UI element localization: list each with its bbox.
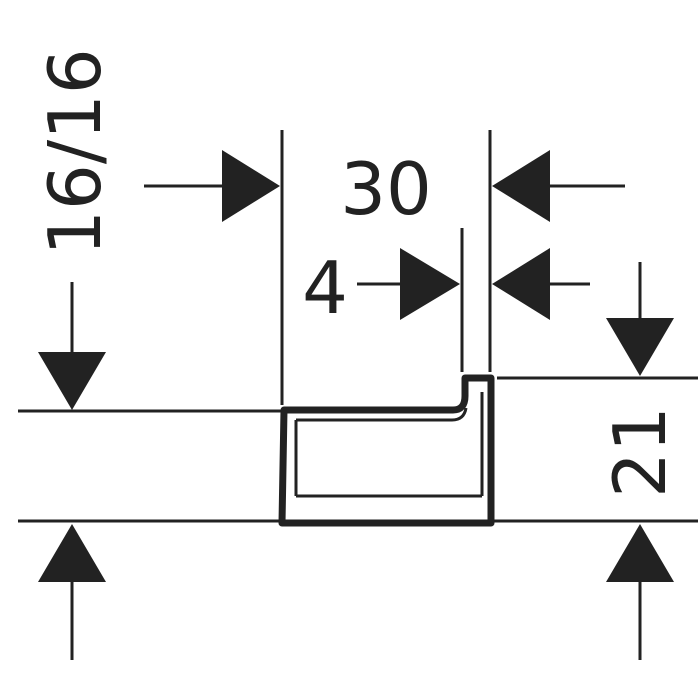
width-overall-label: 30 (340, 147, 432, 231)
thickness-top-arrow (38, 352, 106, 410)
dimension-leaders (70, 184, 642, 660)
hook-outline (278, 374, 495, 527)
height-top-arrow (606, 318, 674, 376)
width-lip-label: 4 (302, 246, 348, 330)
hook-profile (278, 374, 495, 527)
reference-lines (18, 130, 698, 523)
lip-right-arrow (492, 248, 550, 320)
height-bottom-arrow (606, 524, 674, 582)
height-overall-label: 21 (598, 406, 682, 498)
lip-left-arrow (400, 248, 460, 320)
width-left-arrow (222, 150, 280, 222)
dimension-labels: 30 4 21 16/16 (33, 48, 682, 498)
dimension-arrows (38, 150, 674, 582)
thickness-bottom-arrow (38, 524, 106, 582)
hook-inner-curve (451, 407, 468, 422)
thickness-range-label: 16/16 (33, 48, 117, 256)
width-right-arrow (492, 150, 550, 222)
